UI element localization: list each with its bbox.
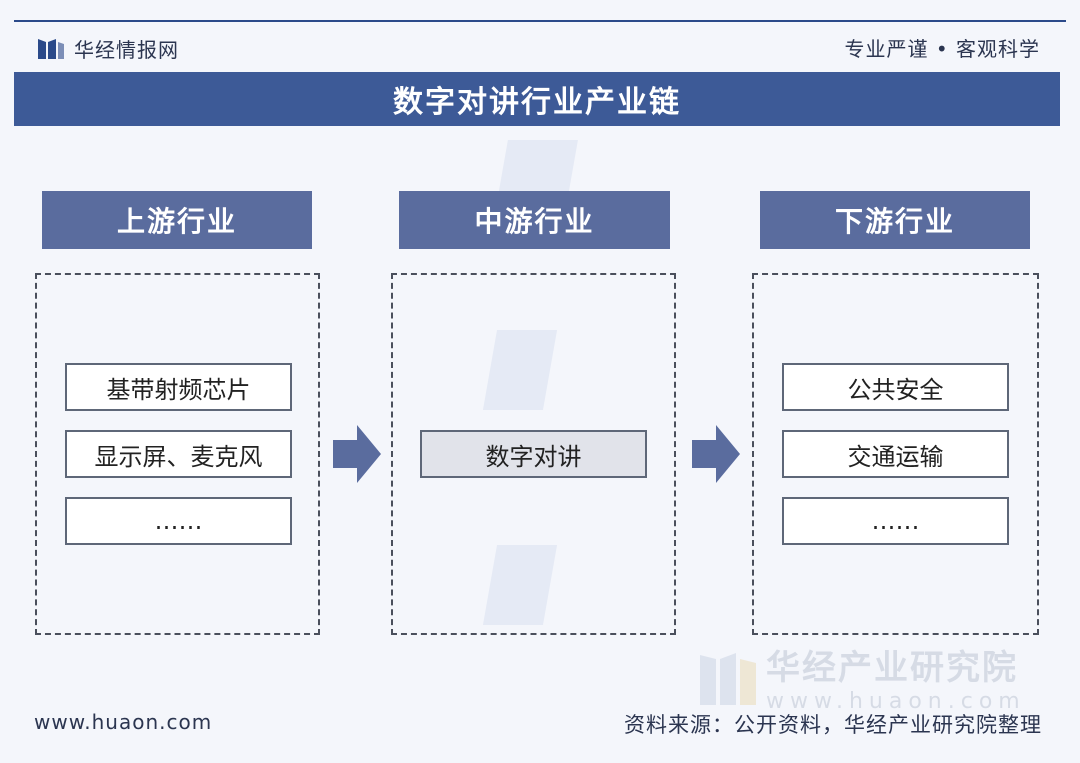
column-header-label: 上游行业	[116, 205, 237, 238]
column-header-upstream: 上游行业	[42, 191, 312, 249]
right-arrow-icon	[333, 425, 381, 483]
column-header-label: 中游行业	[474, 205, 595, 238]
column-header-midstream: 中游行业	[399, 191, 670, 249]
brand: 华经情报网	[38, 34, 179, 63]
chain-item: 交通运输	[782, 430, 1009, 478]
column-box-midstream	[391, 273, 676, 635]
chain-item: 基带射频芯片	[65, 363, 292, 411]
column-header-downstream: 下游行业	[760, 191, 1030, 249]
right-arrow-icon	[692, 425, 740, 483]
column-box-downstream	[752, 273, 1039, 635]
chain-item: 公共安全	[782, 363, 1009, 411]
slogan: 专业严谨 • 客观科学	[844, 37, 1040, 61]
column-box-upstream	[35, 273, 320, 635]
watermark-logo-icon	[700, 653, 756, 705]
page-title: 数字对讲行业产业链	[393, 85, 681, 120]
top-rule	[14, 20, 1066, 22]
footer-website: www.huaon.com	[34, 710, 213, 734]
chain-item: ……	[65, 497, 292, 545]
brand-name: 华经情报网	[74, 38, 179, 62]
column-header-label: 下游行业	[834, 205, 955, 238]
brand-logo-icon	[38, 38, 64, 59]
watermark-logo: 华经产业研究院 www.huaon.com	[700, 640, 1026, 714]
footer-source: 资料来源：公开资料，华经产业研究院整理	[624, 713, 1042, 737]
chain-item: ……	[782, 497, 1009, 545]
chain-item: 数字对讲	[420, 430, 647, 478]
chain-item: 显示屏、麦克风	[65, 430, 292, 478]
title-bar: 数字对讲行业产业链	[14, 72, 1060, 126]
watermark-cn: 华经产业研究院	[766, 648, 1018, 688]
watermark-en: www.huaon.com	[766, 689, 1026, 714]
